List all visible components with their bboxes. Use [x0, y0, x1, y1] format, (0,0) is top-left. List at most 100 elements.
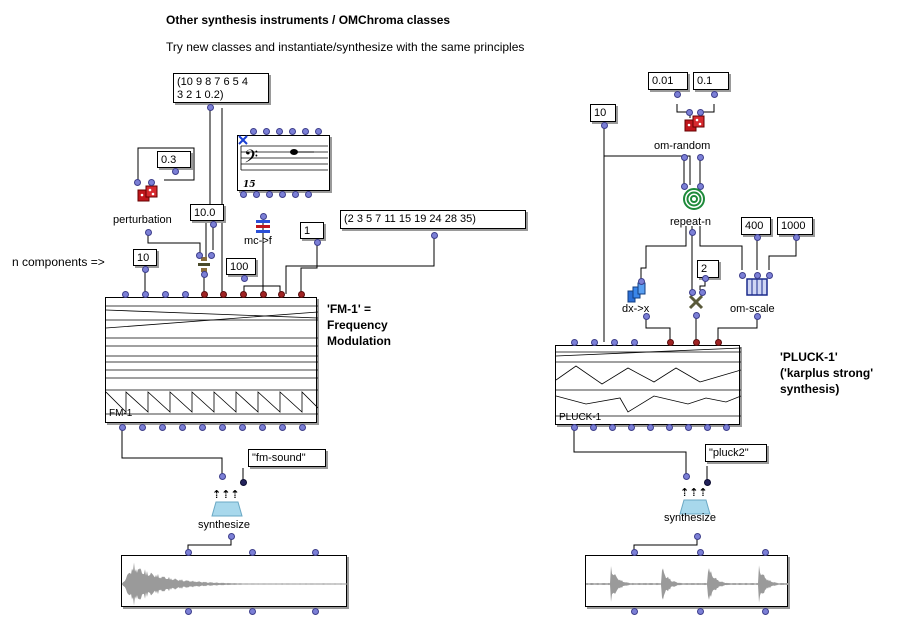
outlet[interactable] [681, 154, 688, 161]
outlet[interactable] [185, 608, 192, 615]
inlet[interactable] [315, 128, 322, 135]
outlet[interactable] [299, 424, 306, 431]
inlet[interactable] [298, 291, 305, 298]
pluck2-waveform[interactable] [585, 555, 789, 607]
outlet[interactable] [697, 154, 704, 161]
inlet[interactable] [638, 278, 645, 285]
outlet[interactable] [693, 312, 700, 319]
chord-editor[interactable]: 𝄢 15 [237, 135, 330, 191]
outlet[interactable] [241, 275, 248, 282]
inlet[interactable] [240, 291, 247, 298]
inlet[interactable] [148, 179, 155, 186]
inlet[interactable] [289, 128, 296, 135]
outlet[interactable] [305, 191, 312, 198]
inlet[interactable] [697, 183, 704, 190]
inlet[interactable] [162, 291, 169, 298]
fm-sound-name-box[interactable]: "fm-sound" [248, 449, 326, 467]
inlet[interactable] [715, 339, 722, 346]
random-max-box[interactable]: 0.1 [693, 72, 729, 90]
inlet[interactable] [762, 549, 769, 556]
outlet[interactable] [199, 424, 206, 431]
inlet[interactable] [683, 473, 690, 480]
scale-max-box[interactable]: 1000 [777, 217, 813, 235]
outlet[interactable] [609, 424, 616, 431]
inlet[interactable] [697, 109, 704, 116]
outlet[interactable] [628, 424, 635, 431]
harmonics-list-box[interactable]: (2 3 5 7 11 15 19 24 28 35) [340, 210, 526, 229]
inlet[interactable] [260, 213, 267, 220]
outlet[interactable] [793, 234, 800, 241]
outlet[interactable] [279, 424, 286, 431]
inlet[interactable] [693, 339, 700, 346]
pluck2-name-box[interactable]: "pluck2" [705, 444, 767, 462]
outlet[interactable] [754, 234, 761, 241]
outlet[interactable] [139, 424, 146, 431]
inlet[interactable] [196, 252, 203, 259]
inlet[interactable] [260, 291, 267, 298]
inlet[interactable] [250, 128, 257, 135]
outlet[interactable] [631, 608, 638, 615]
outlet[interactable] [685, 424, 692, 431]
inlet[interactable] [201, 291, 208, 298]
outlet[interactable] [172, 168, 179, 175]
outlet[interactable] [142, 266, 149, 273]
inlet[interactable] [278, 291, 285, 298]
outlet[interactable] [207, 104, 214, 111]
inlet[interactable] [142, 291, 149, 298]
outlet[interactable] [145, 229, 152, 236]
outlet[interactable] [240, 191, 247, 198]
outlet[interactable] [201, 271, 208, 278]
outlet[interactable] [694, 533, 701, 540]
inlet[interactable] [263, 128, 270, 135]
inlet[interactable] [611, 339, 618, 346]
outlet[interactable] [674, 91, 681, 98]
scale-min-box[interactable]: 400 [741, 217, 771, 235]
outlet[interactable] [266, 191, 273, 198]
outlet[interactable] [228, 533, 235, 540]
outlet[interactable] [292, 191, 299, 198]
inlet[interactable] [208, 252, 215, 259]
inlet[interactable] [699, 289, 706, 296]
hundred-value-box[interactable]: 100 [226, 258, 256, 275]
outlet[interactable] [571, 424, 578, 431]
inlet[interactable] [631, 549, 638, 556]
inlet[interactable] [185, 549, 192, 556]
inlet[interactable] [302, 128, 309, 135]
inlet[interactable] [766, 272, 773, 279]
inlet[interactable] [667, 339, 674, 346]
outlet[interactable] [704, 424, 711, 431]
outlet[interactable] [754, 313, 761, 320]
inlet[interactable] [704, 479, 711, 486]
outlet[interactable] [697, 608, 704, 615]
list-value-box[interactable]: (10 9 8 7 6 5 4 3 2 1 0.2) [173, 73, 269, 103]
outlet[interactable] [210, 221, 217, 228]
outlet[interactable] [702, 275, 709, 282]
outlet[interactable] [711, 91, 718, 98]
outlet[interactable] [647, 424, 654, 431]
outlet[interactable] [590, 424, 597, 431]
outlet[interactable] [279, 191, 286, 198]
outlet[interactable] [762, 608, 769, 615]
outlet[interactable] [239, 424, 246, 431]
inlet[interactable] [739, 272, 746, 279]
outlet[interactable] [666, 424, 673, 431]
ten-value-box[interactable]: 10 [590, 104, 616, 122]
fm1-class-box[interactable]: FM-1 [105, 297, 318, 423]
inlet[interactable] [689, 289, 696, 296]
ratio-value-box[interactable]: 10.0 [190, 204, 224, 221]
inlet[interactable] [754, 272, 761, 279]
outlet[interactable] [179, 424, 186, 431]
pluck1-class-box[interactable]: PLUCK-1 [555, 345, 741, 425]
outlet[interactable] [219, 424, 226, 431]
outlet[interactable] [689, 229, 696, 236]
inlet[interactable] [182, 291, 189, 298]
outlet[interactable] [314, 239, 321, 246]
outlet[interactable] [253, 191, 260, 198]
inlet[interactable] [219, 473, 226, 480]
outlet[interactable] [431, 232, 438, 239]
outlet[interactable] [249, 608, 256, 615]
fm-sound-waveform[interactable] [121, 555, 348, 607]
inlet[interactable] [122, 291, 129, 298]
inlet[interactable] [697, 549, 704, 556]
outlet[interactable] [312, 608, 319, 615]
